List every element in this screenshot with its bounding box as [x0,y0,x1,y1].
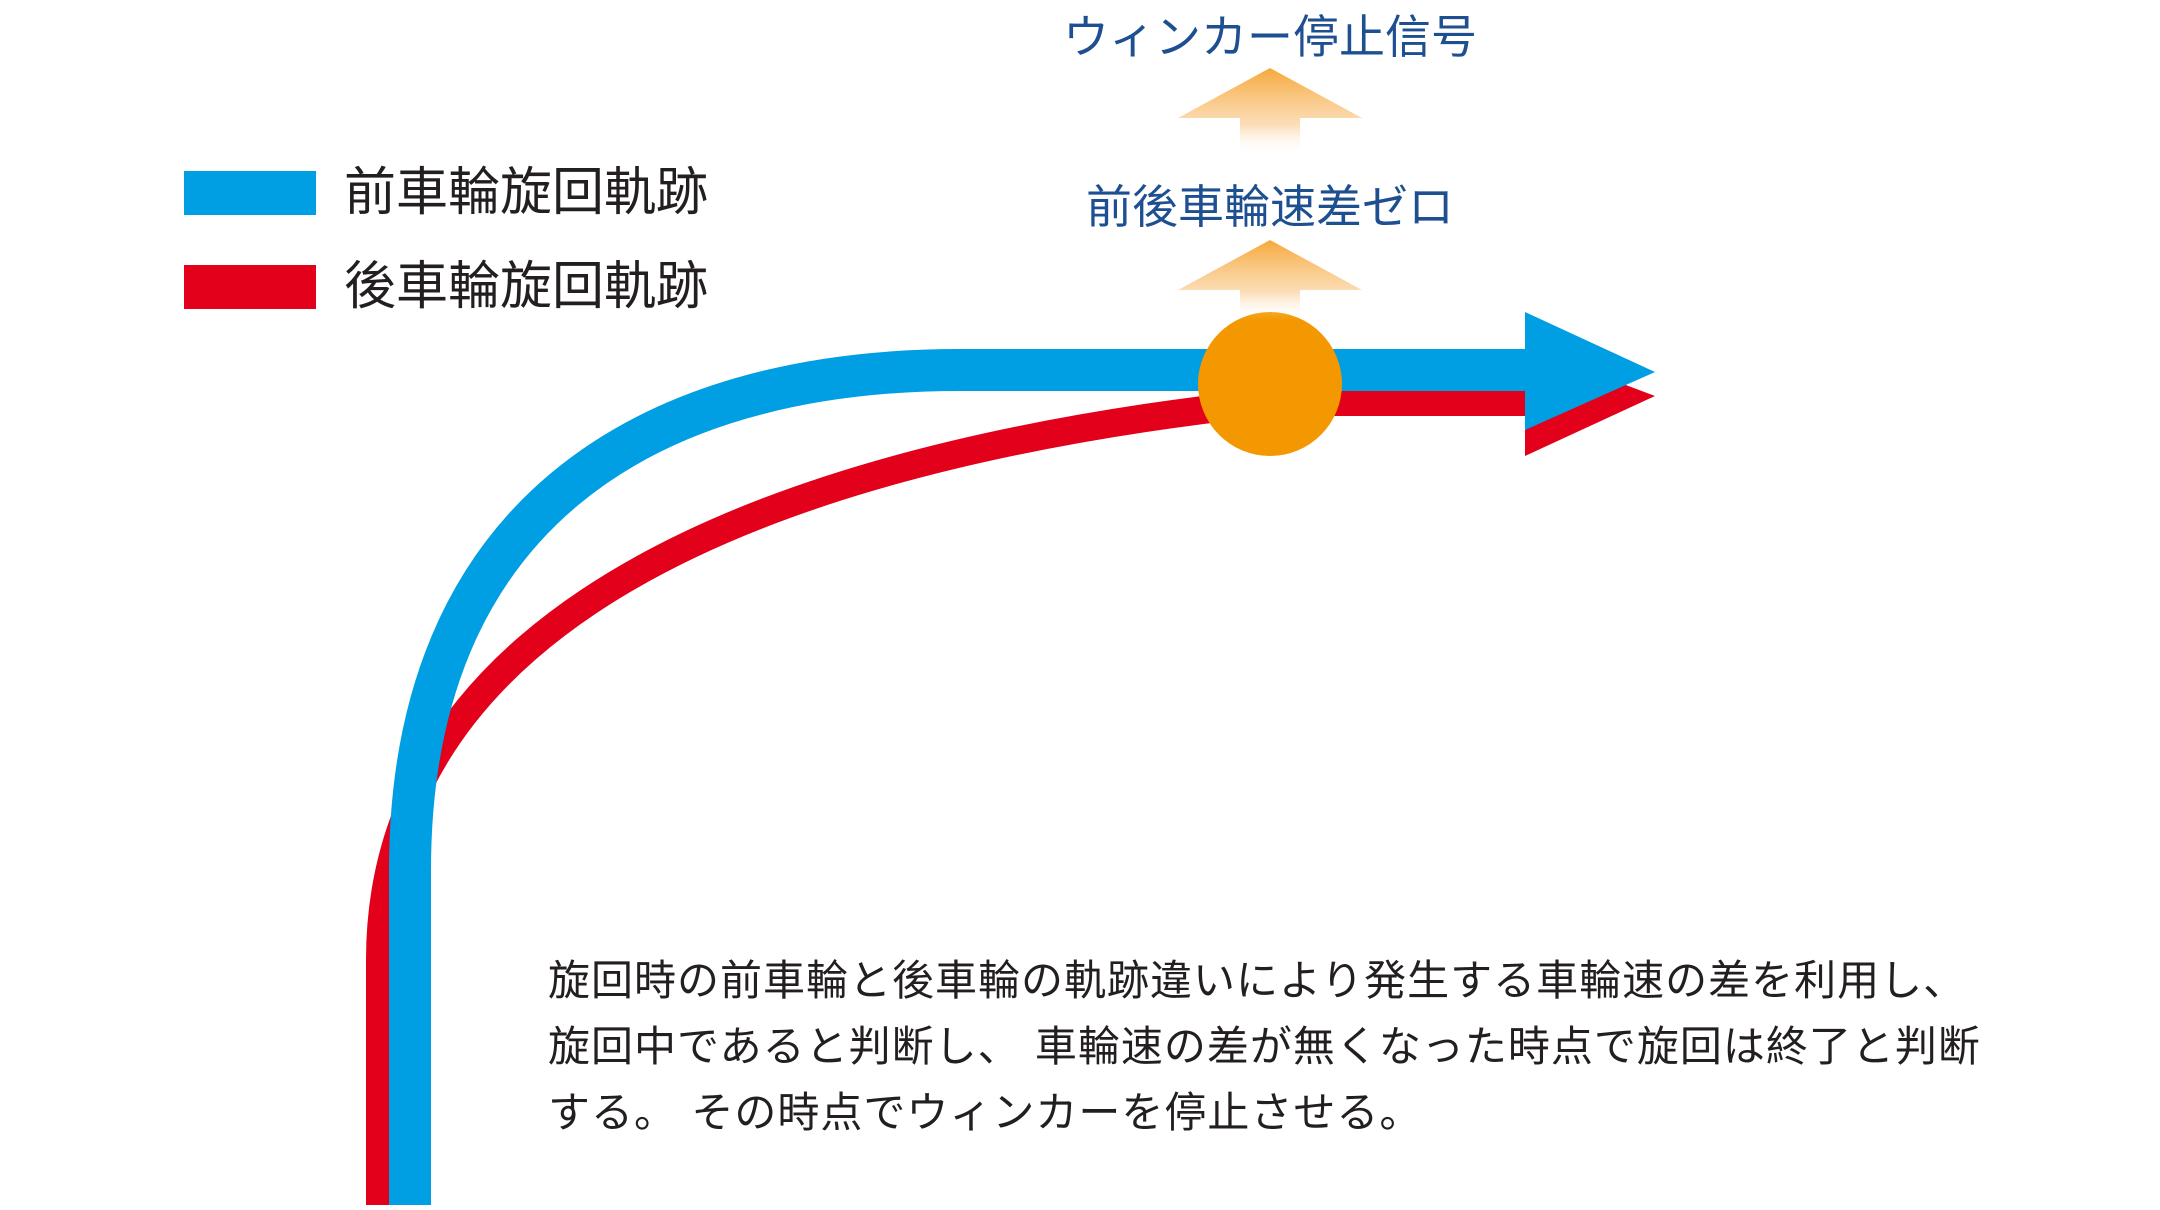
blinker-stop-label: ウィンカー停止信号 [1063,10,1477,64]
zero-difference-marker [1198,312,1342,456]
front-wheel-trajectory [389,349,1540,1205]
up-arrow-lower [1178,240,1362,320]
up-arrow-upper [1178,68,1362,155]
legend-rear-label: 後車輪旋回軌跡 [344,257,709,317]
legend-front-swatch [184,171,316,215]
caption-line-2: 旋回中であると判断し、 車輪速の差が無くなった時点で旋回は終了と判断 [548,1022,1981,1071]
caption-line-3: する。 その時点でウィンカーを停止させる。 [548,1088,1423,1137]
caption-line-1: 旋回時の前車輪と後車輪の軌跡違いにより発生する車輪速の差を利用し、 [548,956,1967,1005]
legend-rear-swatch [184,265,316,309]
front-trajectory-arrowhead [1525,312,1655,430]
legend-front-label: 前車輪旋回軌跡 [344,163,709,223]
speed-difference-zero-label: 前後車輪速差ゼロ [1086,180,1454,234]
